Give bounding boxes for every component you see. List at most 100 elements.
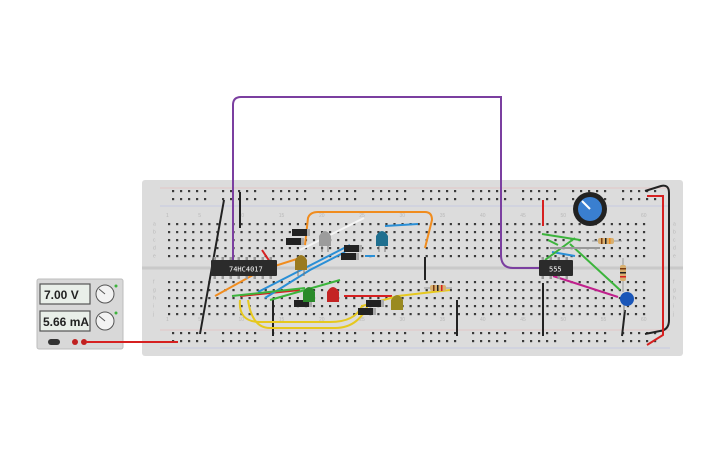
breadboard-hole[interactable] (172, 198, 175, 201)
breadboard-hole[interactable] (594, 313, 597, 316)
breadboard-hole[interactable] (626, 247, 630, 250)
breadboard-hole[interactable] (176, 305, 179, 308)
breadboard-hole[interactable] (192, 281, 195, 284)
led-white[interactable] (319, 231, 331, 252)
breadboard-hole[interactable] (401, 231, 404, 234)
breadboard-hole[interactable] (401, 313, 404, 316)
breadboard-hole[interactable] (554, 332, 557, 335)
breadboard-hole[interactable] (280, 198, 283, 201)
breadboard-hole[interactable] (618, 297, 621, 300)
breadboard-hole[interactable] (580, 340, 583, 343)
breadboard-hole[interactable] (570, 289, 573, 292)
breadboard-hole[interactable] (546, 305, 549, 308)
breadboard-hole[interactable] (425, 247, 428, 250)
breadboard-hole[interactable] (554, 255, 557, 258)
breadboard-hole[interactable] (168, 239, 171, 242)
breadboard-hole[interactable] (240, 305, 243, 308)
breadboard-hole[interactable] (586, 281, 589, 284)
breadboard-hole[interactable] (168, 281, 171, 284)
breadboard-hole[interactable] (320, 289, 324, 292)
breadboard-hole[interactable] (546, 255, 549, 258)
breadboard-hole[interactable] (472, 332, 475, 335)
breadboard-hole[interactable] (200, 223, 203, 226)
breadboard-hole[interactable] (246, 198, 249, 201)
breadboard-hole[interactable] (346, 340, 349, 343)
breadboard-hole[interactable] (498, 313, 501, 316)
breadboard-hole[interactable] (396, 340, 399, 343)
led-yellow[interactable] (391, 295, 403, 310)
breadboard-hole[interactable] (578, 223, 581, 226)
breadboard-hole[interactable] (473, 231, 477, 234)
breadboard-hole[interactable] (232, 289, 235, 292)
breadboard-hole[interactable] (330, 198, 333, 201)
breadboard-hole[interactable] (498, 223, 501, 226)
breadboard-hole[interactable] (330, 190, 333, 193)
breadboard-hole[interactable] (254, 198, 257, 201)
breadboard-hole[interactable] (200, 231, 203, 234)
breadboard-hole[interactable] (353, 239, 356, 242)
breadboard-hole[interactable] (337, 239, 340, 242)
orange-wire[interactable] (304, 211, 434, 249)
breadboard-hole[interactable] (602, 281, 605, 284)
breadboard-hole[interactable] (578, 255, 581, 258)
breadboard-hole[interactable] (490, 297, 493, 300)
breadboard-hole[interactable] (594, 305, 597, 308)
breadboard-hole[interactable] (248, 239, 251, 242)
breadboard-hole[interactable] (546, 190, 549, 193)
breadboard-hole[interactable] (377, 297, 380, 300)
breadboard-hole[interactable] (409, 231, 412, 234)
breadboard-hole[interactable] (642, 247, 646, 250)
breadboard-hole[interactable] (196, 340, 199, 343)
breadboard-hole[interactable] (337, 231, 340, 234)
breadboard-hole[interactable] (465, 289, 469, 292)
breadboard-hole[interactable] (490, 239, 493, 242)
breadboard-hole[interactable] (472, 340, 475, 343)
breadboard-hole[interactable] (465, 231, 469, 234)
breadboard-hole[interactable] (417, 313, 420, 316)
breadboard-hole[interactable] (433, 281, 436, 284)
green-wire[interactable] (231, 287, 306, 297)
breadboard-hole[interactable] (345, 297, 348, 300)
breadboard-hole[interactable] (473, 305, 477, 308)
breadboard-hole[interactable] (192, 305, 195, 308)
breadboard-hole[interactable] (196, 190, 199, 193)
breadboard-hole[interactable] (578, 281, 581, 284)
breadboard-hole[interactable] (514, 281, 517, 284)
breadboard-hole[interactable] (546, 223, 549, 226)
breadboard-hole[interactable] (618, 305, 621, 308)
diode[interactable] (286, 238, 304, 245)
breadboard-hole[interactable] (216, 313, 219, 316)
breadboard-hole[interactable] (280, 305, 283, 308)
breadboard-hole[interactable] (538, 223, 541, 226)
breadboard-hole[interactable] (634, 297, 638, 300)
breadboard-hole[interactable] (530, 255, 533, 258)
white-wire[interactable] (299, 217, 365, 251)
blue-wire[interactable] (384, 223, 419, 227)
breadboard-hole[interactable] (204, 198, 207, 201)
breadboard-hole[interactable] (345, 231, 348, 234)
breadboard-hole[interactable] (224, 223, 227, 226)
breadboard-hole[interactable] (377, 223, 380, 226)
breadboard-hole[interactable] (514, 305, 517, 308)
breadboard-hole[interactable] (530, 289, 533, 292)
breadboard-hole[interactable] (238, 190, 241, 193)
breadboard-hole[interactable] (337, 281, 340, 284)
breadboard-hole[interactable] (288, 198, 291, 201)
breadboard-hole[interactable] (176, 313, 179, 316)
breadboard-hole[interactable] (246, 332, 249, 335)
breadboard-hole[interactable] (490, 305, 493, 308)
breadboard-hole[interactable] (586, 305, 589, 308)
breadboard-hole[interactable] (630, 340, 633, 343)
breadboard-hole[interactable] (554, 239, 557, 242)
breadboard-hole[interactable] (481, 313, 485, 316)
breadboard-hole[interactable] (312, 281, 316, 284)
breadboard-hole[interactable] (562, 231, 565, 234)
breadboard-hole[interactable] (449, 255, 452, 258)
breadboard-hole[interactable] (570, 223, 573, 226)
breadboard-hole[interactable] (654, 198, 657, 201)
breadboard-hole[interactable] (304, 198, 307, 201)
breadboard-hole[interactable] (554, 305, 557, 308)
breadboard-hole[interactable] (280, 313, 283, 316)
breadboard-hole[interactable] (337, 289, 340, 292)
